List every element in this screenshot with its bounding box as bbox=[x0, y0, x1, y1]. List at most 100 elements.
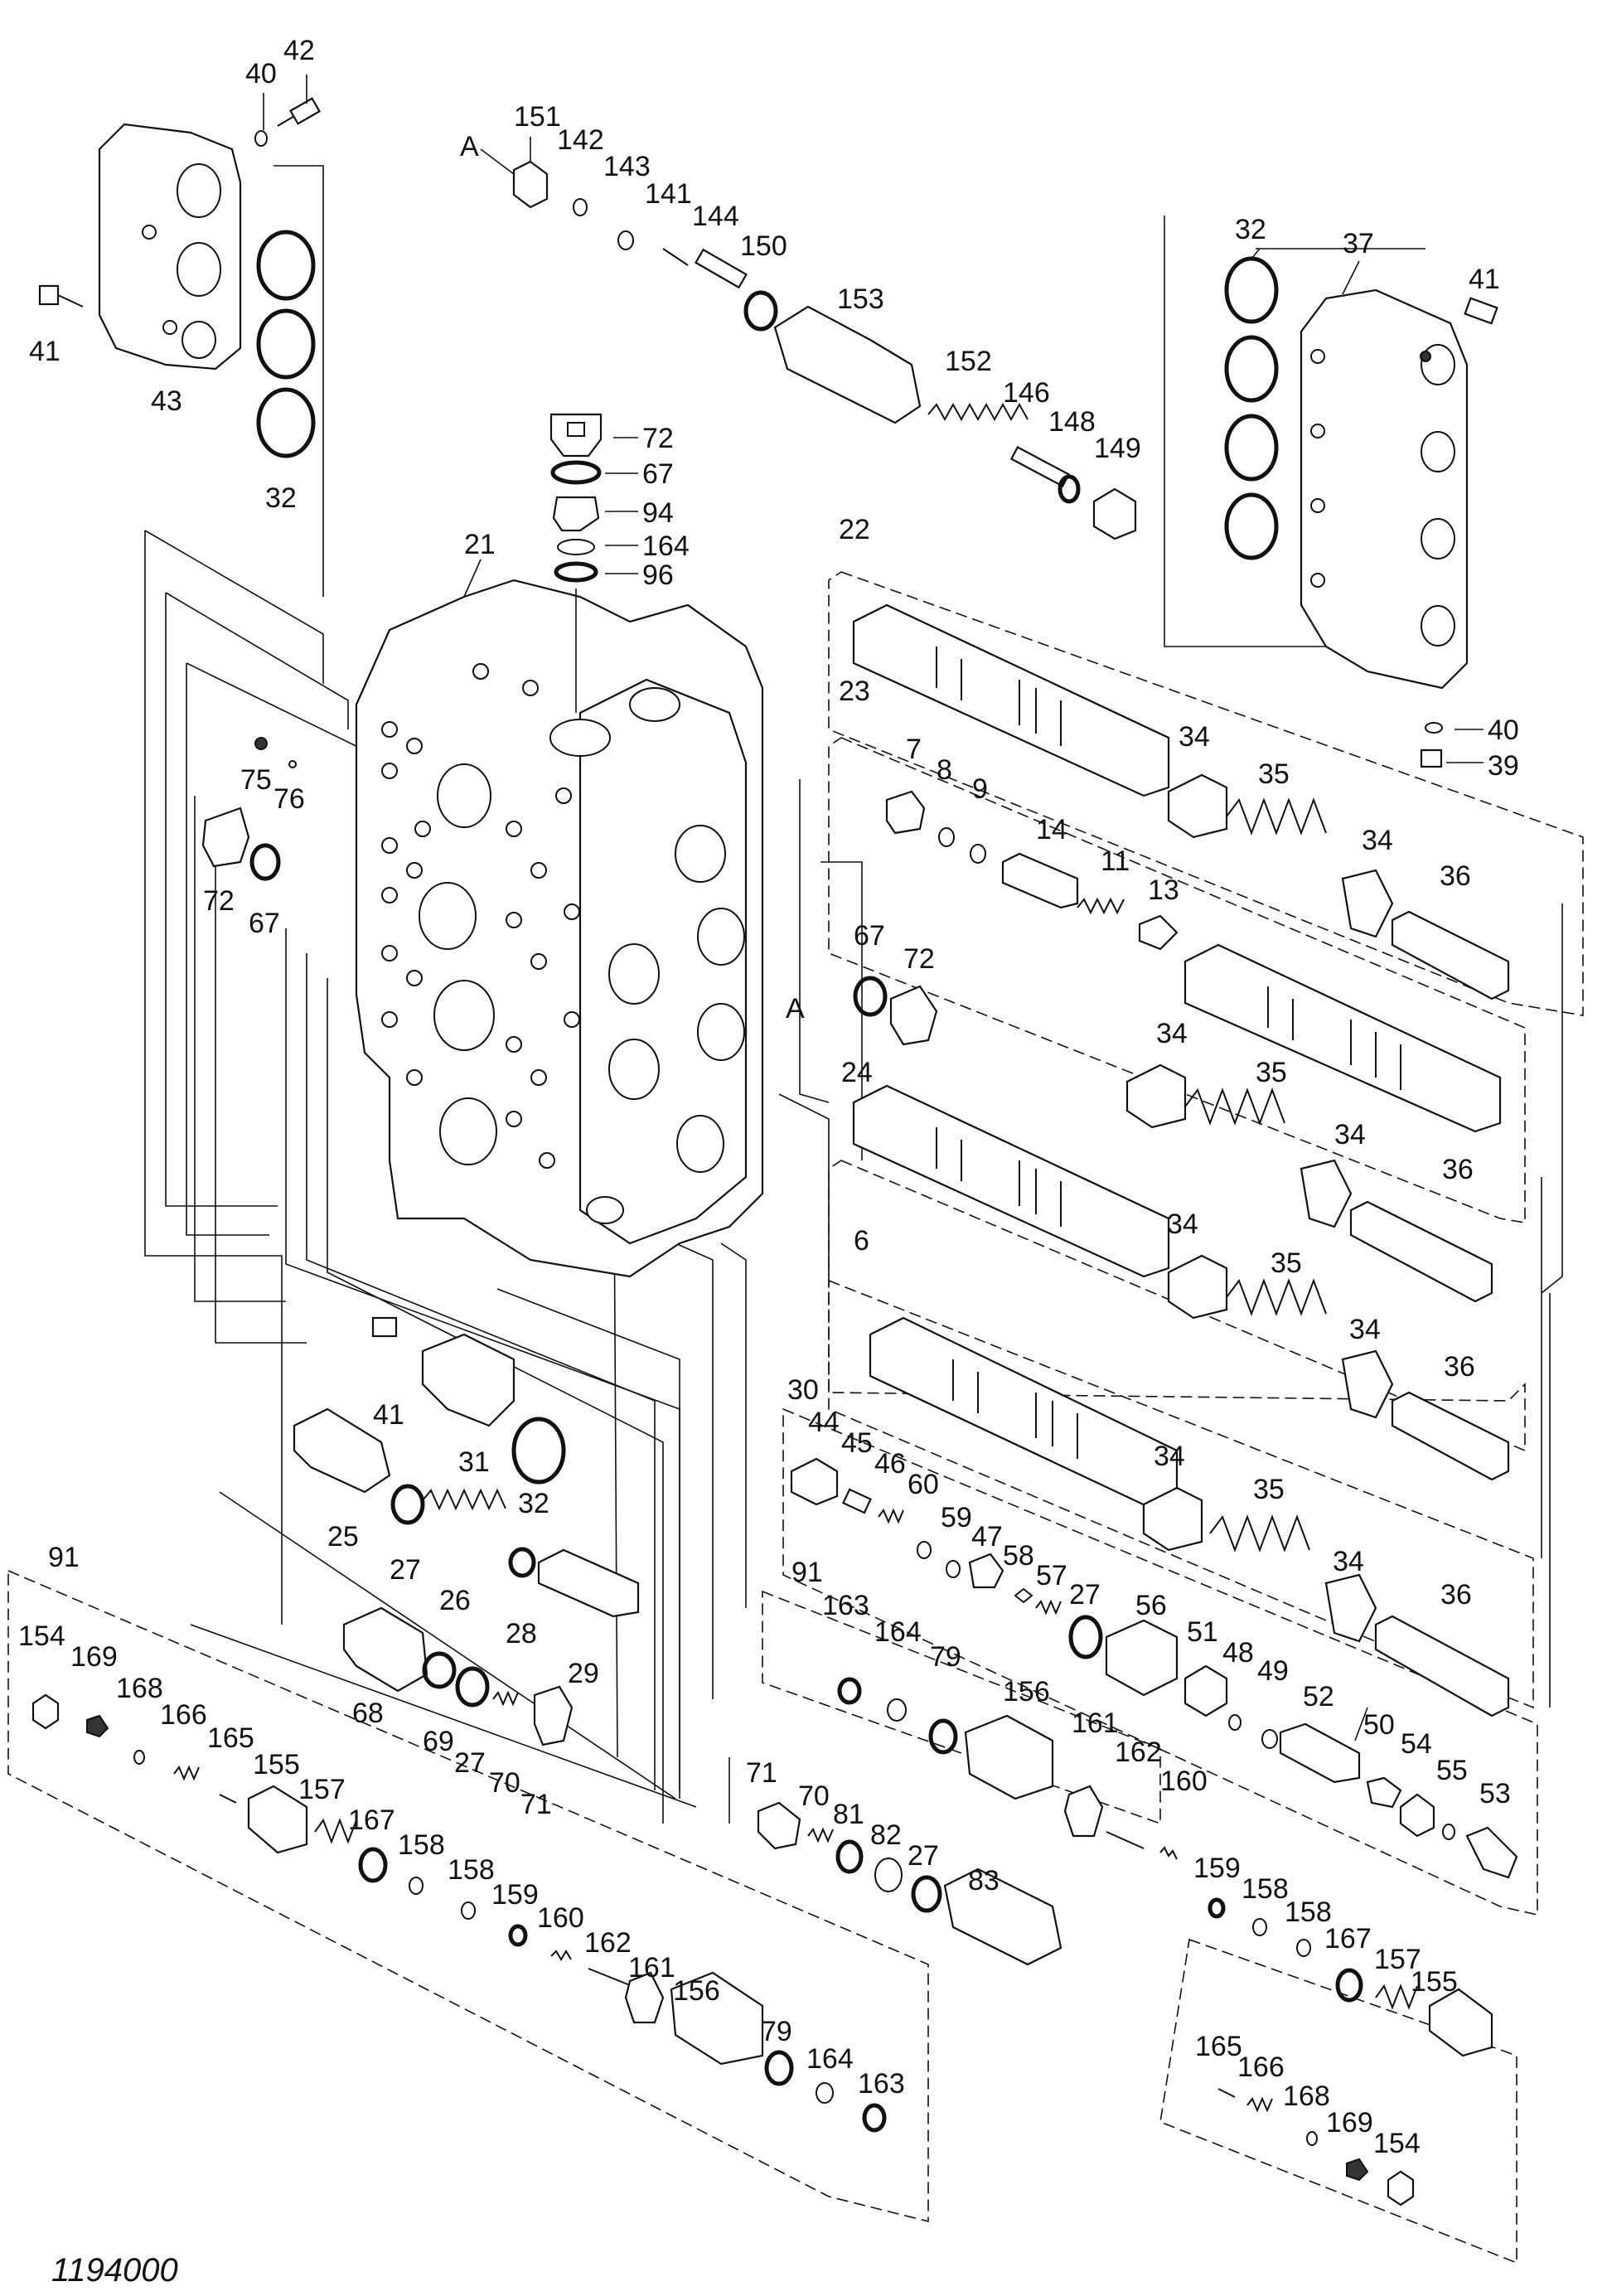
oring-55 bbox=[1442, 1824, 1455, 1840]
callout-44: 44 bbox=[808, 1407, 840, 1438]
spool-22 bbox=[852, 603, 1170, 797]
callout-155: 155 bbox=[1411, 1966, 1458, 1998]
valve-156-b bbox=[964, 1714, 1054, 1800]
spring-seat-34-c bbox=[1125, 1063, 1187, 1129]
stopper-36-d bbox=[1374, 1615, 1510, 1717]
callout-82: 82 bbox=[870, 1819, 902, 1851]
callout-71: 71 bbox=[746, 1757, 777, 1789]
callout-169: 169 bbox=[70, 1641, 118, 1673]
callout-50: 50 bbox=[1363, 1709, 1395, 1741]
spring-157-b bbox=[1375, 1984, 1418, 2010]
bolt-41-left bbox=[38, 284, 84, 308]
frame-valve-91-right bbox=[1159, 1938, 1517, 2265]
bolt-41-lower bbox=[371, 1316, 398, 1338]
callout-14: 14 bbox=[1036, 814, 1067, 845]
callout-7: 7 bbox=[906, 734, 922, 765]
callout-67: 67 bbox=[642, 458, 674, 490]
callout-159: 159 bbox=[1193, 1853, 1241, 1884]
callout-36: 36 bbox=[1440, 860, 1471, 892]
piston-146 bbox=[1009, 446, 1071, 487]
callout-157: 157 bbox=[1374, 1944, 1421, 1975]
callout-167: 167 bbox=[348, 1804, 395, 1836]
callout-23: 23 bbox=[839, 676, 870, 707]
drawing-code: 1194000 bbox=[51, 2252, 178, 2289]
callout-72: 72 bbox=[203, 885, 235, 917]
oring-32-c bbox=[511, 1417, 566, 1485]
oring-163-b bbox=[837, 1677, 862, 1705]
plug-7 bbox=[885, 790, 926, 835]
callout-40: 40 bbox=[1488, 714, 1519, 746]
callout-56: 56 bbox=[1135, 1590, 1167, 1621]
spool-24 bbox=[852, 1084, 1170, 1278]
callout-156: 156 bbox=[1003, 1676, 1050, 1707]
callout-34: 34 bbox=[1156, 1018, 1188, 1049]
callout-160: 160 bbox=[537, 1902, 584, 1934]
oring-168-b bbox=[1306, 2131, 1318, 2146]
callout-70: 70 bbox=[489, 1767, 520, 1799]
spring-35-c bbox=[1226, 1278, 1327, 1316]
oring-9 bbox=[970, 844, 986, 864]
spring-26 bbox=[422, 1488, 506, 1511]
callout-21: 21 bbox=[464, 529, 496, 560]
bolt-41-right bbox=[1464, 297, 1498, 325]
oring-96 bbox=[554, 561, 598, 583]
plug-56 bbox=[1105, 1619, 1179, 1697]
callout-54: 54 bbox=[1401, 1728, 1432, 1760]
callout-158: 158 bbox=[448, 1854, 495, 1886]
callout-168: 168 bbox=[1283, 2080, 1330, 2112]
callout-168: 168 bbox=[116, 1673, 163, 1704]
callout-164: 164 bbox=[874, 1616, 922, 1648]
callout-159: 159 bbox=[491, 1879, 539, 1911]
valve-155-a bbox=[247, 1785, 308, 1854]
valve-156-a bbox=[670, 1971, 764, 2066]
callout-70: 70 bbox=[798, 1780, 830, 1812]
callout-165: 165 bbox=[207, 1722, 254, 1754]
callout-A: A bbox=[460, 131, 479, 162]
callout-11: 11 bbox=[1101, 845, 1130, 877]
oring-32-a2 bbox=[256, 308, 316, 380]
callout-67: 67 bbox=[249, 908, 280, 939]
callout-166: 166 bbox=[1237, 2051, 1285, 2083]
callout-162: 162 bbox=[1115, 1737, 1162, 1768]
callout-41: 41 bbox=[29, 336, 61, 367]
callout-labels: 42 40 41 43 32 A 151 142 143 141 144 150… bbox=[18, 35, 1519, 2159]
callout-13: 13 bbox=[1148, 874, 1179, 906]
callout-36: 36 bbox=[1444, 1351, 1475, 1383]
callout-41: 41 bbox=[373, 1399, 404, 1431]
oring-32-b2 bbox=[1224, 335, 1279, 403]
callout-163: 163 bbox=[822, 1590, 869, 1621]
oring-143 bbox=[617, 230, 634, 250]
callout-35: 35 bbox=[1271, 1247, 1302, 1279]
spring-70-a bbox=[492, 1690, 519, 1707]
poppet-13 bbox=[1138, 914, 1179, 951]
callout-165: 165 bbox=[1195, 2031, 1242, 2062]
callout-34: 34 bbox=[1333, 1546, 1364, 1577]
callout-27: 27 bbox=[390, 1554, 421, 1586]
callout-150: 150 bbox=[740, 230, 787, 262]
seat-44 bbox=[790, 1457, 839, 1506]
spring-157-a bbox=[314, 1818, 357, 1844]
callout-149: 149 bbox=[1094, 433, 1141, 464]
piston-161-b bbox=[1063, 1785, 1104, 1838]
spring-160-b bbox=[1159, 1846, 1178, 1860]
spring-160-a bbox=[550, 1950, 572, 1961]
callout-75: 75 bbox=[240, 764, 272, 796]
piston-50 bbox=[1366, 1776, 1402, 1809]
plug-72-right bbox=[889, 985, 938, 1046]
washer-28 bbox=[508, 1547, 536, 1578]
callout-27: 27 bbox=[454, 1747, 486, 1779]
pin-165-b bbox=[1217, 2088, 1236, 2098]
callout-25: 25 bbox=[327, 1521, 359, 1552]
oring-164-b bbox=[816, 2082, 834, 2104]
spring-35-d bbox=[1209, 1514, 1310, 1552]
callout-142: 142 bbox=[557, 124, 604, 156]
callout-169: 169 bbox=[1326, 2107, 1373, 2139]
callout-49: 49 bbox=[1257, 1655, 1289, 1687]
callout-83: 83 bbox=[968, 1865, 1000, 1896]
callout-91: 91 bbox=[791, 1557, 823, 1588]
poppet-29 bbox=[537, 1548, 640, 1618]
orifice-76 bbox=[288, 760, 297, 768]
frame-valve-91-middle bbox=[762, 1590, 1161, 1825]
callout-40: 40 bbox=[245, 58, 277, 90]
oring-67-top bbox=[550, 460, 602, 485]
